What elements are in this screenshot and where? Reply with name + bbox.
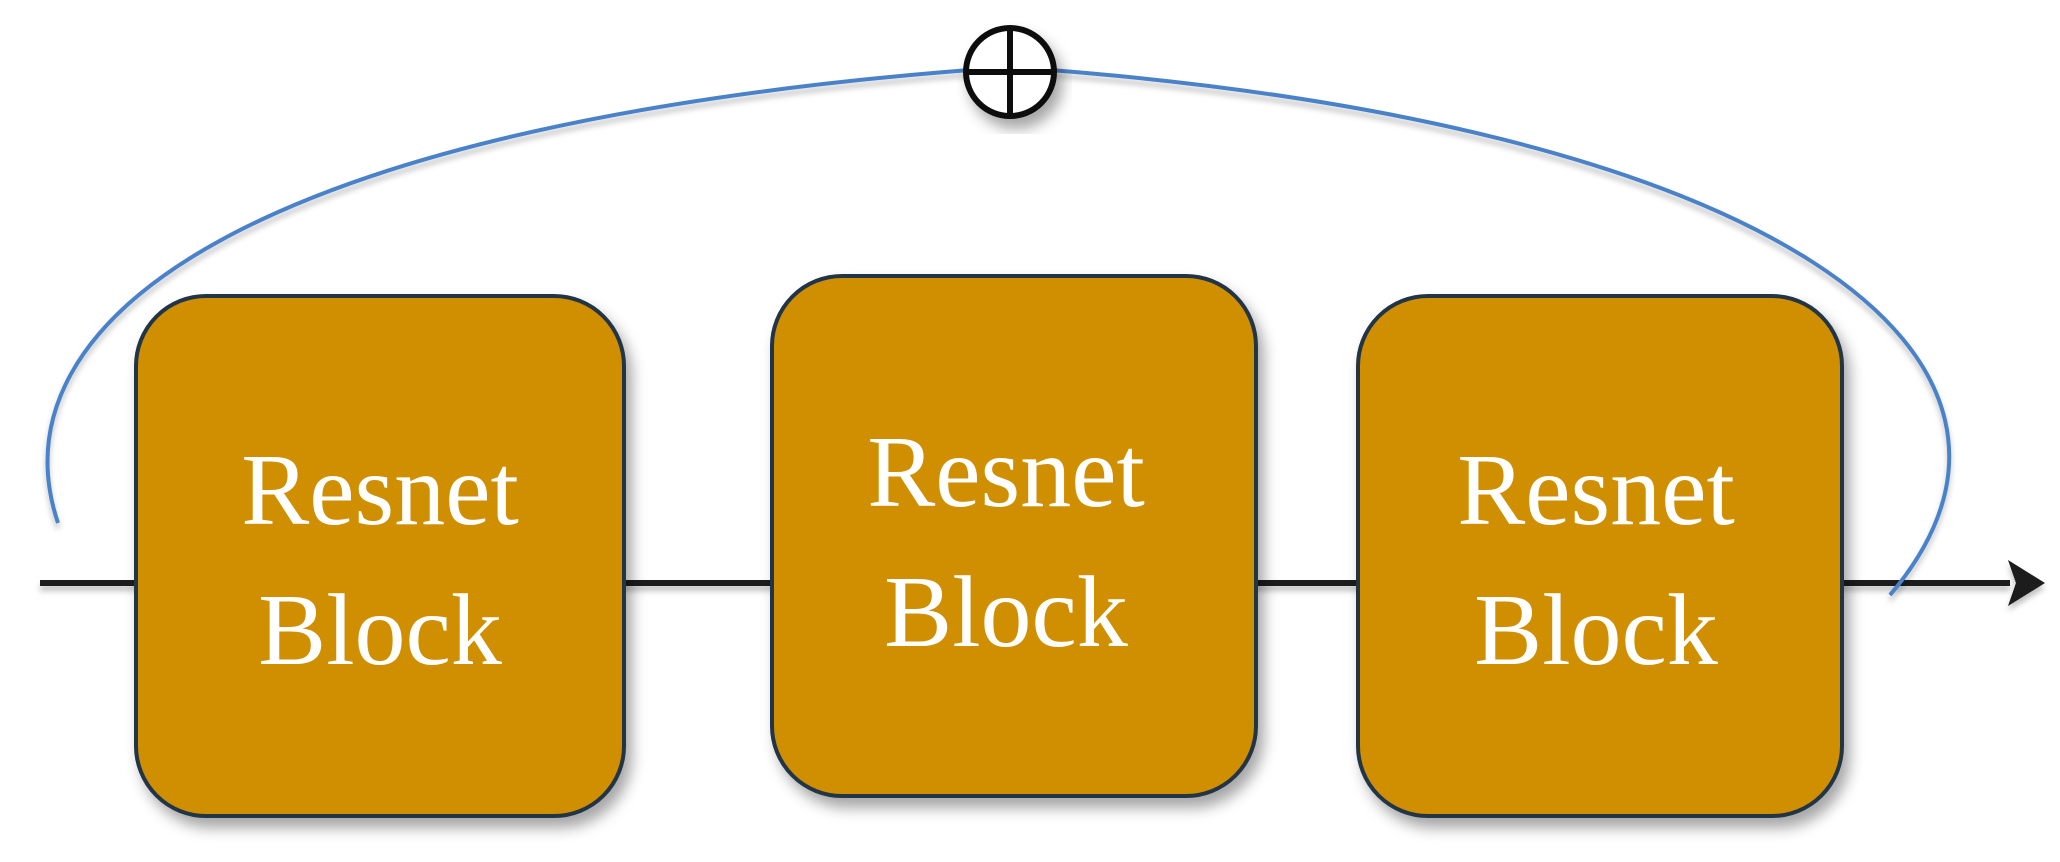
resnet-block-1: Resnet Block [134,294,626,818]
resnet-block-2: Resnet Block [770,274,1258,798]
block-label-line1: Resnet [867,416,1145,529]
block-label-line1: Resnet [1457,434,1735,547]
block-label-line2: Block [884,556,1128,669]
resnet-block-3: Resnet Block [1356,294,1844,818]
block-body [134,294,626,818]
block-body [1356,294,1844,818]
block-label-line2: Block [1474,574,1718,687]
block-body [770,274,1258,798]
circle-plus-icon [963,25,1057,119]
block-label-line2: Block [258,574,502,687]
block-label-line1: Resnet [241,434,519,547]
output-arrowhead [2008,560,2045,606]
